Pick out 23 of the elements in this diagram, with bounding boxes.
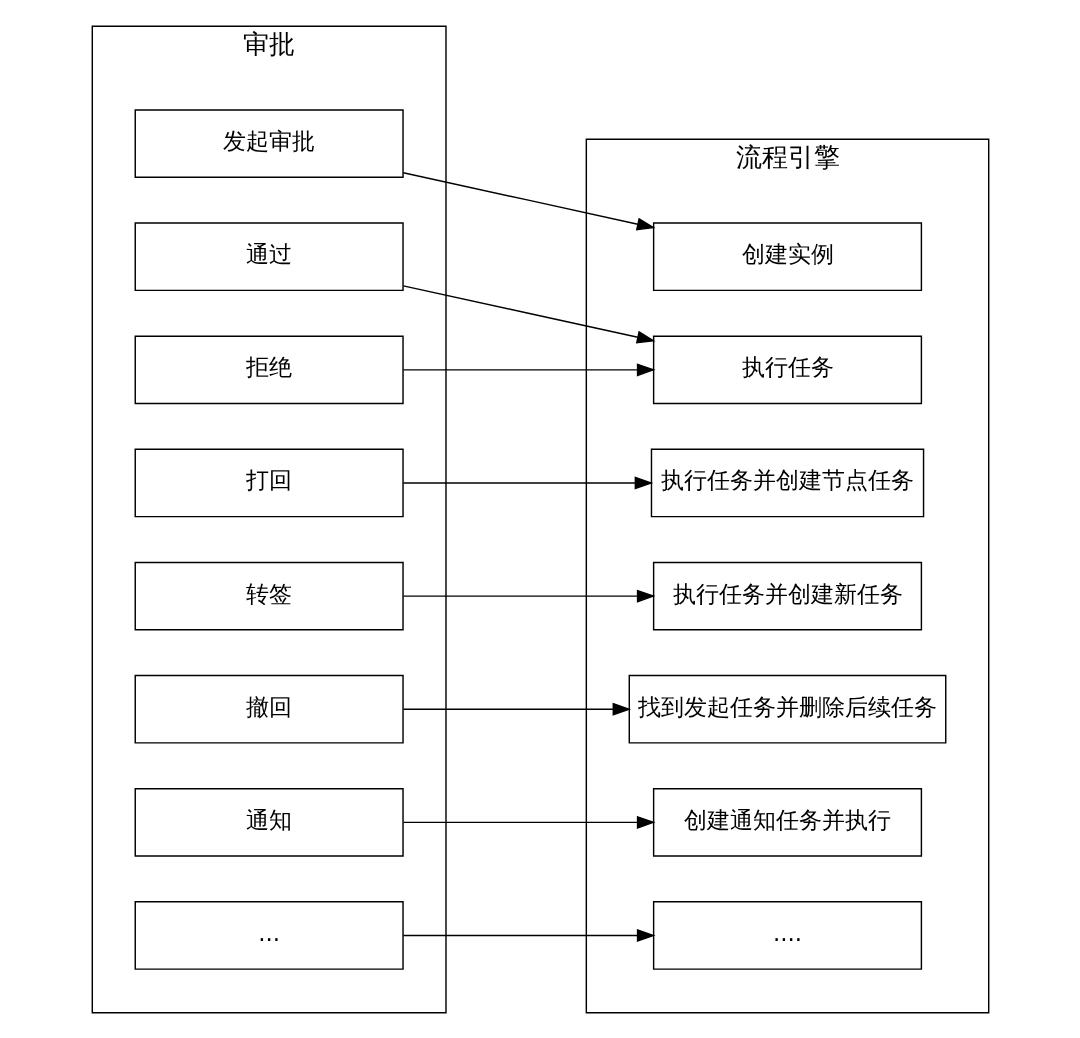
node-box: 通知 <box>134 787 404 857</box>
arrow <box>402 589 655 603</box>
node-box: 创建实例 <box>652 221 922 291</box>
node-box: 通过 <box>134 221 404 291</box>
arrow <box>402 702 631 716</box>
node-box: 打回 <box>134 448 404 517</box>
node-box: 找到发起任务并删除后续任务 <box>628 674 946 744</box>
node-box: 撤回 <box>134 674 404 744</box>
node-box: 执行任务 <box>652 335 922 404</box>
arrow <box>402 928 655 942</box>
node-box: 执行任务并创建节点任务 <box>650 448 924 517</box>
node-box: 创建通知任务并执行 <box>652 787 922 857</box>
node-box: 拒绝 <box>134 335 404 404</box>
arrow <box>402 815 655 829</box>
node-box: .... <box>652 900 922 970</box>
node-box: 转签 <box>134 561 404 630</box>
arrow <box>402 362 655 376</box>
node-box: ... <box>134 900 404 970</box>
node-box: 执行任务并创建新任务 <box>652 561 922 630</box>
arrow <box>402 171 655 230</box>
arrow <box>402 475 653 489</box>
node-box: 发起审批 <box>134 108 404 178</box>
arrow <box>402 284 655 344</box>
